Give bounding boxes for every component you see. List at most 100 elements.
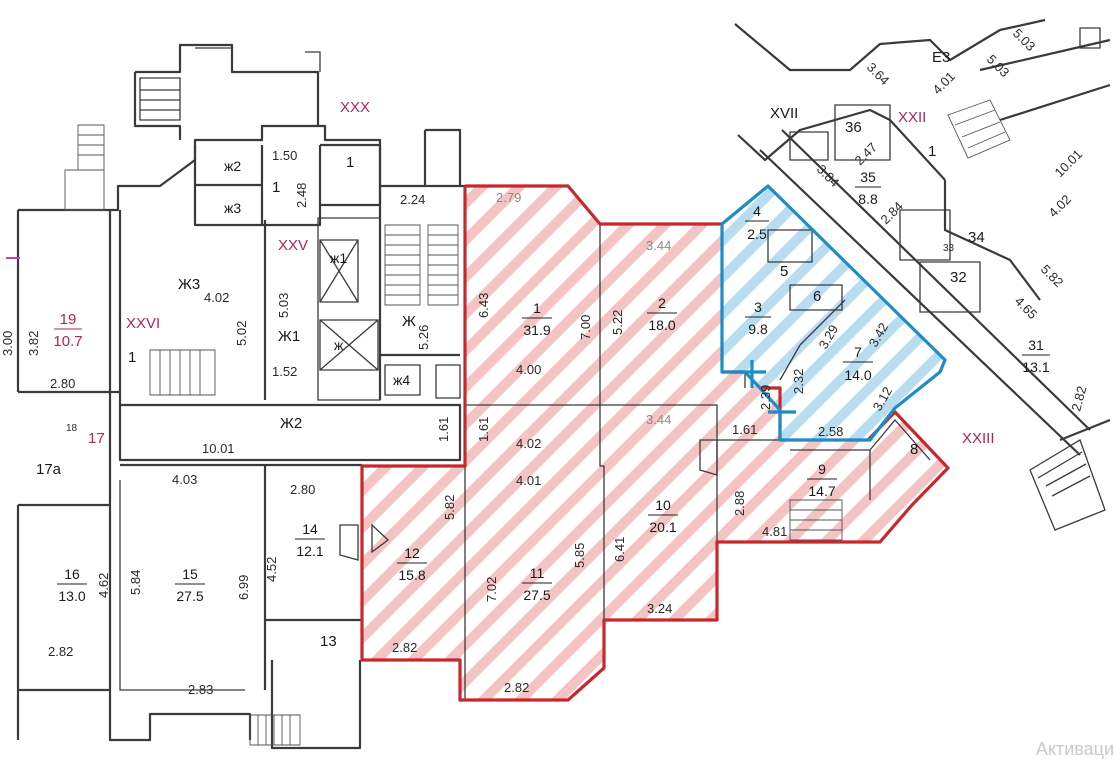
svg-text:2.83: 2.83 [188, 682, 213, 697]
svg-text:1.61: 1.61 [476, 417, 491, 442]
svg-text:7.02: 7.02 [484, 577, 499, 602]
svg-text:27.5: 27.5 [176, 588, 203, 604]
svg-text:19: 19 [60, 311, 77, 328]
svg-text:ж3: ж3 [224, 200, 241, 216]
svg-text:2.84: 2.84 [878, 199, 907, 228]
svg-text:5.03: 5.03 [1010, 26, 1039, 55]
svg-text:4.02: 4.02 [204, 290, 229, 305]
svg-text:5.03: 5.03 [984, 52, 1013, 81]
svg-text:6.99: 6.99 [236, 575, 251, 600]
room-label-31: 31 13.1 [1022, 337, 1050, 375]
right-wing-walls [734, 18, 1111, 531]
svg-text:2.48: 2.48 [294, 183, 309, 208]
svg-text:3: 3 [754, 299, 762, 315]
svg-text:14.0: 14.0 [844, 367, 871, 383]
svg-text:20.1: 20.1 [649, 519, 676, 535]
svg-text:5: 5 [780, 263, 788, 280]
svg-text:3.82: 3.82 [26, 331, 41, 356]
room-label-15: 15 27.5 [175, 566, 205, 604]
svg-text:15: 15 [182, 566, 198, 582]
svg-text:ж1: ж1 [330, 250, 347, 266]
svg-text:3.00: 3.00 [0, 331, 15, 356]
svg-text:4.02: 4.02 [1046, 192, 1075, 221]
svg-text:Ж: Ж [402, 313, 416, 330]
section-label-xxv: XXV [278, 237, 308, 254]
svg-text:5.84: 5.84 [128, 570, 143, 595]
svg-text:10.7: 10.7 [53, 333, 82, 350]
section-label-e3: Е3 [932, 49, 950, 66]
svg-text:1: 1 [928, 143, 936, 160]
svg-text:1.50: 1.50 [272, 148, 297, 163]
blue-zone-interior [744, 229, 846, 388]
blue-room-labels: 4 2.5 3 9.8 7 14.0 [745, 203, 873, 383]
svg-text:2.82: 2.82 [392, 640, 417, 655]
svg-text:5.82: 5.82 [442, 495, 457, 520]
svg-text:1: 1 [346, 154, 354, 171]
section-label-xxiii: XXIII [962, 430, 995, 447]
room-label-11: 11 27.5 [522, 565, 552, 603]
svg-text:10: 10 [655, 497, 671, 513]
svg-text:13.0: 13.0 [58, 588, 85, 604]
svg-text:13.1: 13.1 [1022, 359, 1049, 375]
room-label-35: 35 8.8 [855, 169, 881, 207]
svg-text:Ж1: Ж1 [278, 328, 300, 345]
svg-text:4.00: 4.00 [516, 362, 541, 377]
svg-text:5.85: 5.85 [572, 543, 587, 568]
svg-text:5.03: 5.03 [276, 293, 291, 318]
svg-text:32: 32 [950, 269, 967, 286]
svg-text:11: 11 [530, 565, 545, 581]
section-label-xxx: XXX [340, 99, 370, 116]
svg-text:12.1: 12.1 [296, 543, 323, 559]
svg-text:1.61: 1.61 [436, 417, 451, 442]
svg-text:5.22: 5.22 [610, 310, 625, 335]
svg-text:4.02: 4.02 [516, 436, 541, 451]
svg-text:8.8: 8.8 [858, 191, 878, 207]
svg-text:9.8: 9.8 [748, 321, 768, 337]
svg-text:Ж2: Ж2 [280, 415, 302, 432]
simple-labels: Ж3 Ж2 Ж1 Ж ж1 ж2 ж3 ж4 ж 1 1 1 1 5 6 8 1… [36, 119, 985, 650]
blue-zone-fill [722, 186, 945, 440]
svg-text:3.24: 3.24 [647, 601, 672, 616]
svg-text:2.5: 2.5 [747, 226, 767, 242]
svg-text:3.44: 3.44 [646, 238, 671, 253]
svg-text:2.39: 2.39 [758, 385, 773, 410]
svg-text:1: 1 [272, 179, 280, 196]
svg-text:10.01: 10.01 [1052, 147, 1086, 181]
svg-text:ж: ж [334, 337, 344, 353]
svg-text:6.43: 6.43 [476, 293, 491, 318]
svg-text:4.03: 4.03 [172, 472, 197, 487]
room-label-7: 7 14.0 [843, 344, 873, 383]
svg-text:2.82: 2.82 [1068, 384, 1089, 412]
section-label-xvii: XVII [770, 105, 798, 122]
svg-text:4.65: 4.65 [1012, 294, 1041, 323]
svg-text:18.0: 18.0 [648, 317, 675, 333]
svg-text:2.80: 2.80 [50, 376, 75, 391]
svg-text:34: 34 [968, 229, 985, 246]
svg-text:13: 13 [320, 633, 337, 650]
svg-text:31: 31 [1028, 337, 1044, 353]
svg-text:2.88: 2.88 [732, 491, 747, 516]
svg-text:10.01: 10.01 [202, 441, 235, 456]
svg-text:2.79: 2.79 [496, 190, 521, 205]
svg-text:ж4: ж4 [393, 372, 410, 388]
svg-text:7.00: 7.00 [578, 315, 593, 340]
svg-text:6.41: 6.41 [612, 537, 627, 562]
svg-text:4.01: 4.01 [930, 69, 959, 98]
svg-text:2.32: 2.32 [791, 369, 806, 394]
svg-text:1: 1 [533, 300, 541, 316]
svg-text:2.47: 2.47 [852, 140, 881, 169]
svg-text:35: 35 [860, 169, 876, 185]
svg-text:4.62: 4.62 [96, 573, 111, 598]
room-label-4: 4 2.5 [745, 203, 769, 242]
svg-text:9: 9 [818, 461, 826, 477]
svg-text:16: 16 [64, 566, 80, 582]
svg-text:18: 18 [66, 423, 78, 434]
svg-text:4.01: 4.01 [516, 473, 541, 488]
svg-text:5.26: 5.26 [416, 325, 431, 350]
svg-text:14: 14 [302, 521, 318, 537]
svg-text:5.02: 5.02 [234, 321, 249, 346]
svg-text:17: 17 [88, 430, 105, 447]
section-label-xxii: XXII [898, 109, 926, 126]
svg-text:2.82: 2.82 [48, 644, 73, 659]
